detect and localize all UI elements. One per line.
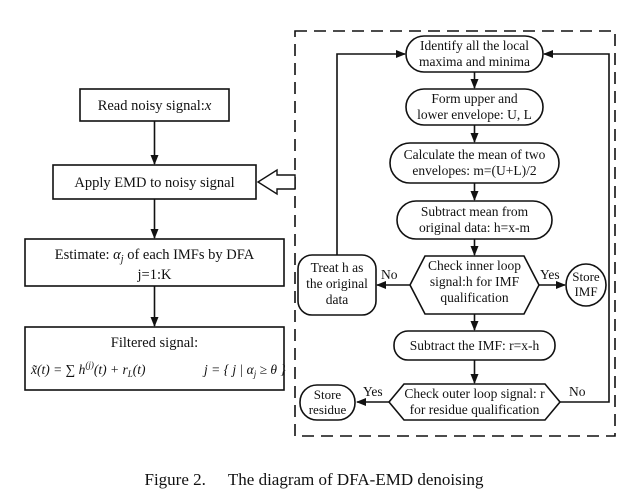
filtered-formula-left: x̃(t) = ∑ h [30, 362, 86, 377]
subtract-mean-line-1: Subtract mean from [421, 204, 529, 219]
apply-emd-label: Apply EMD to noisy signal [74, 175, 234, 191]
dashed-container [294, 30, 616, 437]
inner-no-label: No [381, 267, 398, 282]
store-residue-line-2: residue [309, 402, 347, 417]
store-residue-line-1: Store [314, 387, 342, 402]
estimate-alpha: α [113, 247, 121, 263]
check-inner-line-1: Check inner loop [428, 258, 521, 273]
store-imf-line-2: IMF [574, 284, 597, 299]
check-inner-line-2: signal:h for IMF [430, 274, 520, 289]
estimate-alpha-sub: j [119, 254, 124, 265]
subtract-imf-label: Subtract the IMF: r=x-h [410, 338, 540, 353]
filtered-formula-sup: (j) [85, 360, 94, 370]
outer-no-label: No [569, 384, 586, 399]
check-inner-line-3: qualification [440, 290, 508, 305]
estimate-prefix: Estimate: [55, 247, 113, 263]
envelope-line-2: lower envelope: U, L [417, 107, 532, 122]
identify-line-2: maxima and minima [419, 54, 530, 69]
inner-yes-label: Yes [540, 267, 560, 282]
filtered-set: j = { j | α [202, 362, 255, 377]
store-residue-box [299, 384, 356, 421]
filtered-box [24, 326, 285, 391]
outer-yes-label: Yes [363, 384, 383, 399]
filtered-set-sub: j [253, 369, 257, 379]
svg-text:j = { j | αj ≥ θ }: j = { j | αj ≥ θ } [202, 362, 286, 379]
read-signal-label: Read noisy signal: [98, 98, 205, 114]
filtered-set-end: ≥ θ } [256, 362, 286, 377]
estimate-range: j=1:K [137, 267, 172, 283]
filtered-title: Filtered signal: [111, 335, 198, 351]
caption-figure-number: Figure 2. [144, 470, 206, 489]
identify-line-1: Identify all the local [420, 38, 529, 53]
subtract-mean-line-2: original data: h=x-m [419, 220, 531, 235]
treat-h-line-2: the original [306, 276, 368, 291]
check-outer-line-2: for residue qualification [410, 402, 540, 417]
filtered-formula-mid: (t) + r [94, 362, 129, 377]
treat-h-line-3: data [326, 292, 349, 307]
filtered-formula-sub: L [127, 369, 133, 379]
envelope-line-1: Form upper and [431, 91, 517, 106]
check-outer-line-1: Check outer loop signal: r [404, 386, 545, 401]
svg-text:Read noisy signal:x: Read noisy signal:x [98, 98, 212, 114]
svg-text:Estimate: αj of each IMFs by D: Estimate: αj of each IMFs by DFA [55, 247, 255, 265]
mean-line-2: envelopes: m=(U+L)/2 [412, 163, 536, 178]
svg-text:x̃(t) = ∑ h(j)(t) + rL(t): x̃(t) = ∑ h(j)(t) + rL(t) [30, 360, 146, 379]
estimate-box [24, 238, 285, 287]
hollow-arrow [256, 168, 296, 196]
apply-emd-box [52, 164, 257, 200]
store-imf-ellipse [565, 263, 607, 307]
arrow-treat-loop [336, 50, 406, 255]
caption-title: The diagram of DFA-EMD denoising [227, 470, 484, 489]
store-imf-line-1: Store [572, 269, 600, 284]
read-signal-var: x [204, 98, 212, 114]
treat-h-line-1: Treat h as [311, 260, 364, 275]
estimate-suffix: of each IMFs by DFA [124, 247, 255, 263]
arrow-outer-no-loop [543, 50, 610, 403]
mean-line-1: Calculate the mean of two [404, 147, 546, 162]
filtered-formula-end: (t) [133, 362, 146, 377]
figure-caption: Figure 2. The diagram of DFA-EMD denoisin… [0, 470, 628, 490]
